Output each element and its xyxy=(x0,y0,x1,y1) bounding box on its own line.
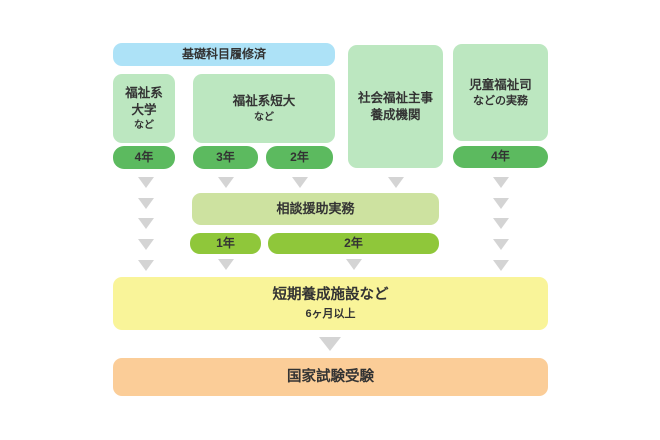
arrow-down-icon xyxy=(138,239,154,250)
welfare-junior-college-note: など xyxy=(254,111,274,123)
welfare-university-line1: 福祉系 xyxy=(125,86,163,101)
welfare-junior-college-title: 福祉系短大 xyxy=(232,94,296,109)
arrow-down-icon xyxy=(138,177,154,188)
child-welfare-duration-pill: 4年 xyxy=(453,146,548,168)
arrow-down-icon xyxy=(346,259,362,270)
child-welfare-officer-line2: などの実務 xyxy=(473,94,528,107)
child-welfare-officer-box: 児童福祉司 などの実務 xyxy=(453,44,548,141)
welfare-university-line2: 大学 xyxy=(131,102,157,117)
junior-college-3yr-duration-pill: 3年 xyxy=(193,146,258,169)
national-exam-box: 国家試験受験 xyxy=(113,358,548,396)
social-welfare-officer-school-box: 社会福祉主事 養成機関 xyxy=(348,45,443,168)
arrow-down-icon xyxy=(493,218,509,229)
arrow-down-icon xyxy=(493,198,509,209)
welfare-university-duration-pill: 4年 xyxy=(113,146,175,169)
short-term-training-facility-box: 短期養成施設など 6ヶ月以上 xyxy=(113,277,548,330)
practice-1yr-duration-pill: 1年 xyxy=(190,233,261,254)
social-welfare-officer-line1: 社会福祉主事 xyxy=(357,91,433,106)
welfare-university-note: など xyxy=(134,119,154,131)
arrow-down-icon xyxy=(138,260,154,271)
arrow-down-icon xyxy=(218,259,234,270)
short-term-training-facility-subtitle: 6ヶ月以上 xyxy=(305,307,356,320)
practice-2yr-duration-pill: 2年 xyxy=(268,233,439,254)
arrow-down-icon xyxy=(138,198,154,209)
arrow-down-icon xyxy=(388,177,404,188)
welfare-university-box: 福祉系 大学 など xyxy=(113,74,175,143)
arrow-down-icon xyxy=(138,218,154,229)
arrow-down-icon xyxy=(493,177,509,188)
arrow-down-icon xyxy=(319,337,341,351)
arrow-down-icon xyxy=(218,177,234,188)
social-welfare-officer-line2: 養成機関 xyxy=(370,107,421,122)
basic-subjects-completed-banner: 基礎科目履修済 xyxy=(113,43,335,66)
welfare-junior-college-box: 福祉系短大 など xyxy=(193,74,335,143)
short-term-training-facility-title: 短期養成施設など xyxy=(272,286,389,303)
arrow-down-icon xyxy=(493,239,509,250)
arrow-down-icon xyxy=(292,177,308,188)
child-welfare-officer-line1: 児童福祉司 xyxy=(469,77,532,92)
counseling-practice-box: 相談援助実務 xyxy=(192,193,439,225)
arrow-down-icon xyxy=(493,260,509,271)
junior-college-2yr-duration-pill: 2年 xyxy=(266,146,333,169)
